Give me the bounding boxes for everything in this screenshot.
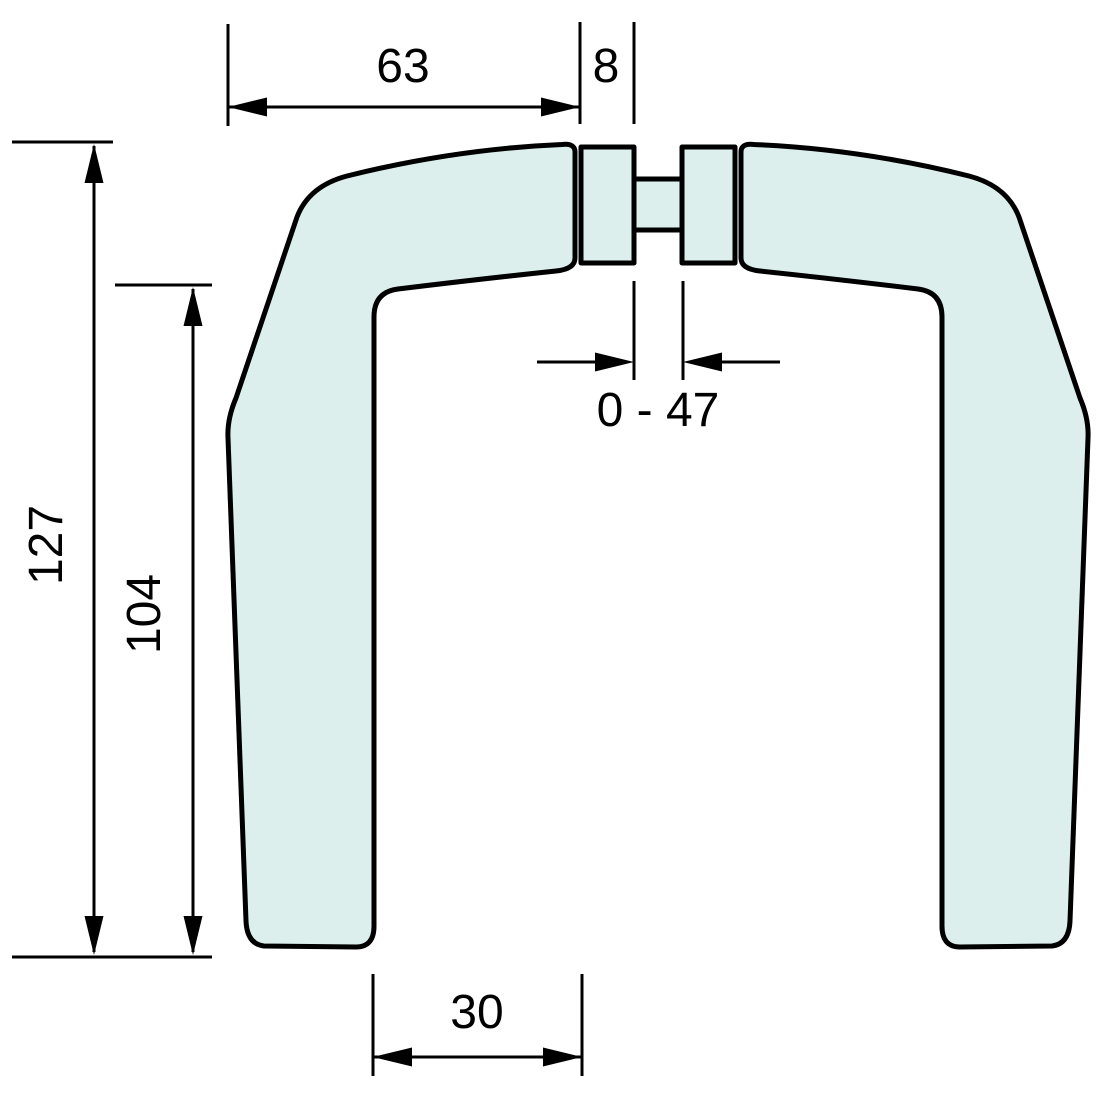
right-neck-block <box>679 144 738 266</box>
dim-8-label: 8 <box>593 40 620 93</box>
dim-63-label: 63 <box>376 40 429 93</box>
dim-104-arrowhead-down <box>183 916 203 955</box>
dim-0-47-label: 0 - 47 <box>597 384 720 437</box>
dim-127-arrowhead-down <box>84 916 104 955</box>
dim-127-arrowhead-up <box>84 144 104 183</box>
dim-104-arrowhead-up <box>183 287 203 326</box>
dim-127-label: 127 <box>20 505 73 585</box>
dim-30-arrowhead-left <box>373 1047 412 1067</box>
dim-104-label: 104 <box>118 574 171 654</box>
left-neck-block <box>578 144 637 266</box>
dim-63-arrowhead-right <box>541 97 580 117</box>
dim-0-47-arrowhead-left <box>595 352 634 372</box>
dimension-0-47: 0 - 47 <box>537 281 780 437</box>
dimension-127: 127 <box>12 140 212 959</box>
right-handle-outline <box>738 141 1091 950</box>
handle-pair <box>225 141 1091 950</box>
dim-30-label: 30 <box>450 986 503 1039</box>
spindle-bar <box>625 176 691 233</box>
dimension-104: 104 <box>115 283 212 955</box>
dimension-8: 8 <box>593 22 636 124</box>
dim-0-47-arrowhead-right <box>683 352 722 372</box>
dimension-63: 63 <box>226 22 582 126</box>
dim-30-arrowhead-right <box>543 1047 582 1067</box>
dimension-30: 30 <box>371 974 584 1076</box>
left-handle-outline <box>225 141 578 950</box>
dim-63-arrowhead-left <box>228 97 267 117</box>
